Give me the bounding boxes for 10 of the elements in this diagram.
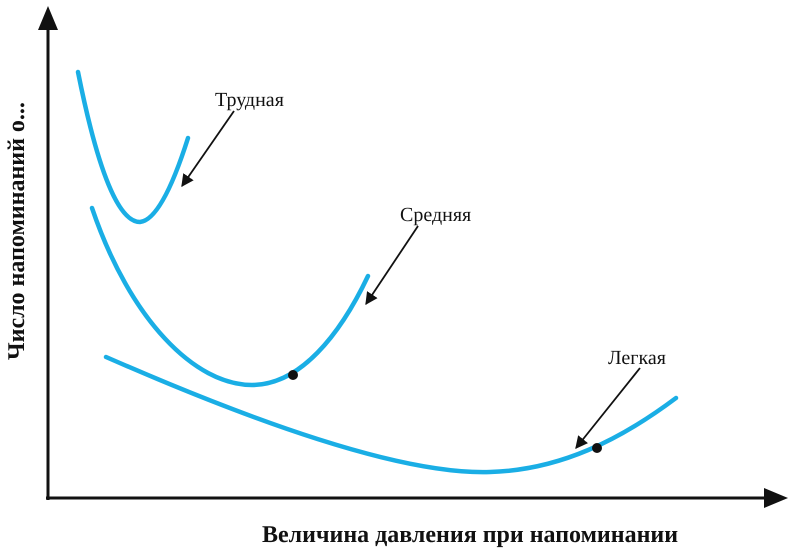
curve xyxy=(90,206,370,388)
leader-arrow xyxy=(365,226,419,306)
leader-arrow xyxy=(575,367,641,449)
curve-label: Легкая xyxy=(608,347,666,370)
leader-arrow xyxy=(181,110,235,188)
curve-label: Средняя xyxy=(400,204,472,227)
axis-title: Величина давления при напоминании xyxy=(262,522,678,549)
axis-title: Число напоминаний о... xyxy=(4,101,31,360)
curve-label: Трудная xyxy=(215,89,284,112)
curve xyxy=(76,70,190,224)
